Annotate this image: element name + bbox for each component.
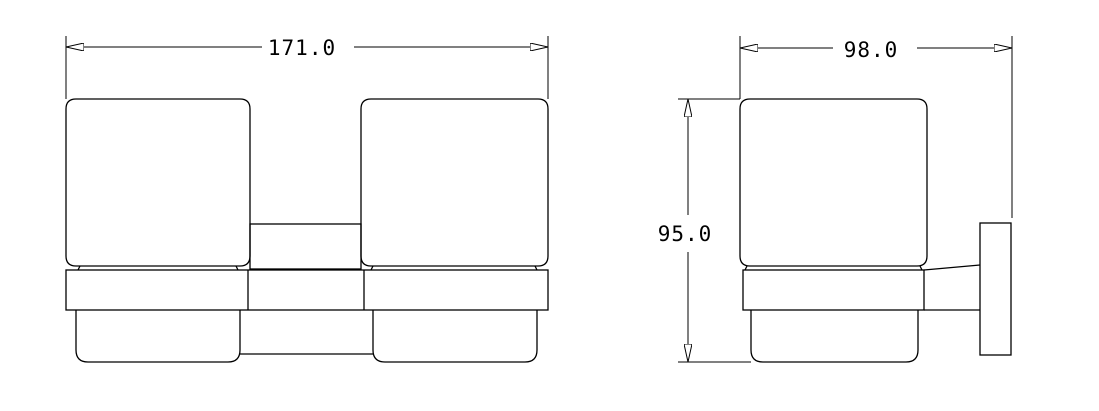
side-height-dimension: 95.0 — [658, 98, 751, 363]
right-glass-lower — [372, 310, 538, 363]
side-height-label: 95.0 — [658, 222, 713, 246]
left-glass-rim — [77, 265, 239, 271]
back-connector-bar — [249, 223, 362, 270]
holder-band — [65, 269, 549, 311]
side-width-label: 98.0 — [844, 38, 899, 62]
side-arm — [923, 264, 981, 311]
right-glass-body — [360, 98, 549, 267]
side-width-dimension: 98.0 — [739, 36, 1013, 218]
front-width-dimension: 171.0 — [65, 36, 549, 99]
left-glass-lower — [75, 310, 241, 363]
side-view — [739, 98, 1012, 363]
right-glass-rim — [370, 265, 538, 271]
left-glass-body — [65, 98, 251, 267]
side-glass-rim — [744, 265, 923, 271]
front-width-label: 171.0 — [268, 36, 336, 60]
side-glass-body — [739, 98, 928, 267]
side-glass-lower — [750, 310, 919, 363]
wall-plate — [979, 222, 1012, 356]
front-view — [65, 98, 549, 363]
side-holder-band — [742, 269, 925, 311]
